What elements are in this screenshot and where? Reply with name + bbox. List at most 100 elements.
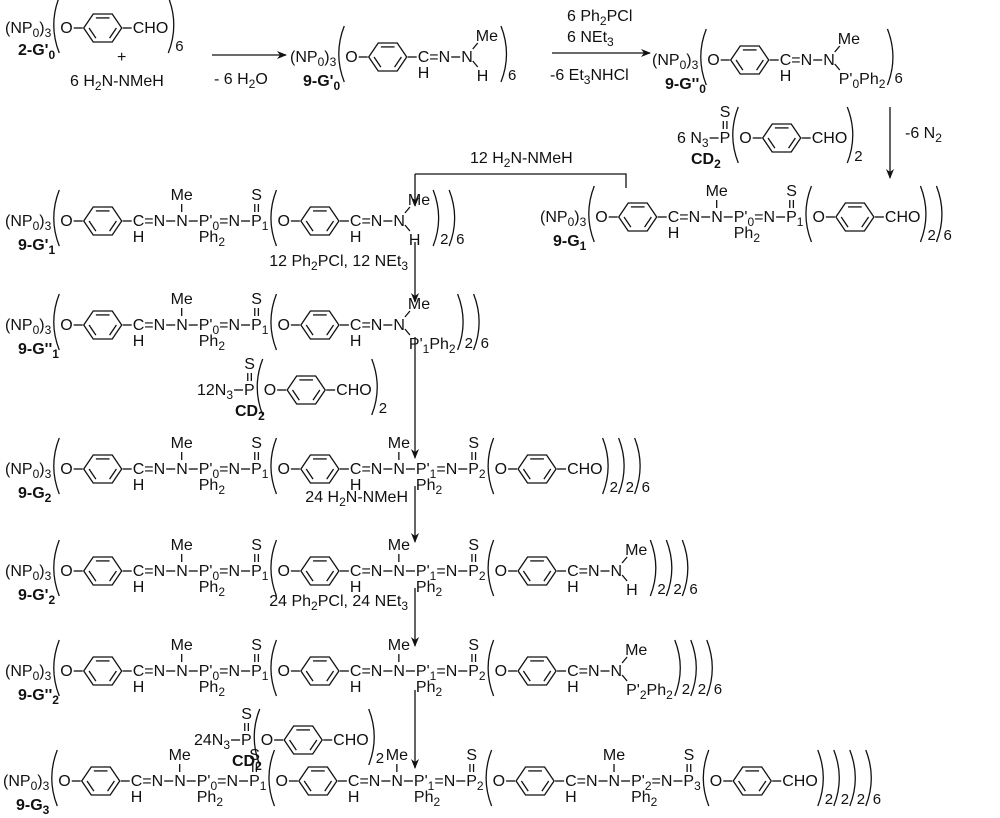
atom: N	[393, 563, 405, 580]
ring-double-bond	[88, 468, 97, 480]
subscript: 0	[33, 323, 40, 337]
subscript: 1	[262, 467, 269, 481]
reagent-step-24: 24 Ph2PCl, 24 NEt3	[269, 593, 408, 613]
substituent: Ph2	[734, 225, 761, 245]
ring-double-bond	[109, 220, 117, 232]
subscript: 2	[339, 495, 346, 509]
chem-text: =N	[434, 773, 455, 790]
benzene-ring	[300, 656, 340, 686]
subscript: 2	[48, 593, 55, 607]
subscript: 1	[52, 347, 59, 361]
subscript: 2	[935, 131, 942, 145]
ring-double-bond	[373, 56, 382, 68]
atom: P'0	[199, 213, 220, 233]
open-bracket	[53, 0, 60, 54]
subscript: 2	[479, 467, 486, 481]
substituent: H	[567, 679, 579, 696]
multiplicity: 6	[175, 38, 183, 55]
benzene-ring	[761, 123, 802, 153]
ring-double-bond	[109, 27, 117, 39]
subscript: 0	[318, 55, 325, 69]
compound-label: 9-G1	[553, 233, 587, 253]
single-bond	[404, 224, 411, 232]
chem-text: =N	[219, 317, 240, 334]
chem-text: O	[345, 49, 357, 66]
substituent: Ph2	[199, 477, 226, 497]
substituent: S	[241, 706, 252, 723]
chem-text: =N	[754, 209, 775, 226]
subscript: 2	[218, 585, 225, 599]
substituent: H	[567, 579, 579, 596]
compound-label: 9-G''0	[665, 76, 706, 96]
subscript: 2	[714, 157, 721, 171]
chem-text: O	[707, 52, 719, 69]
ring-double-bond	[326, 670, 335, 682]
reagent-label-cd2: CD2	[691, 151, 721, 171]
substituent: Me	[171, 637, 193, 654]
chem-text: =N	[219, 213, 240, 230]
chem-text: =N	[361, 663, 382, 680]
atom: C	[780, 52, 792, 69]
compound-label: 9-G'1	[18, 237, 55, 257]
atom: N	[611, 663, 623, 680]
substituent: Me	[388, 537, 410, 554]
open-bracket	[270, 639, 278, 697]
close-bracket	[602, 437, 609, 495]
subscript: 2	[45, 491, 52, 505]
ring-double-bond	[305, 570, 314, 582]
chem-text: O	[275, 773, 287, 790]
chem-text: O	[60, 317, 72, 334]
ring-double-bond	[88, 570, 97, 582]
atom: N	[609, 773, 621, 790]
benzene-ring	[729, 45, 770, 75]
multiplicity: 2	[657, 581, 665, 598]
reagent-hydrazine-6: 6 H2N-NMeH	[70, 73, 164, 93]
multiplicity: 2	[682, 681, 690, 698]
ring-double-bond	[758, 780, 767, 792]
substituent: S	[468, 435, 479, 452]
subscript: 2	[311, 259, 318, 273]
chem-text: =N	[652, 773, 673, 790]
ring-double-bond	[288, 739, 297, 751]
close-bracket	[368, 708, 375, 766]
atom: P1	[249, 773, 267, 793]
ring-double-bond	[767, 137, 776, 149]
chem-text: =N	[361, 563, 382, 580]
ring-double-bond	[303, 780, 312, 792]
chem-text: O	[264, 382, 276, 399]
subscript: 1	[430, 669, 437, 683]
close-bracket	[634, 437, 641, 495]
atom: N	[391, 773, 403, 790]
substituent: P'1Ph2	[409, 336, 456, 356]
chem-text: O	[495, 663, 507, 680]
multiplicity: 6	[481, 335, 489, 352]
open-bracket	[268, 749, 276, 807]
chem-text: =N	[436, 663, 457, 680]
atom: C	[350, 663, 362, 680]
close-bracket	[706, 639, 713, 697]
subscript: 3	[702, 136, 709, 150]
substituent: H	[133, 333, 145, 350]
single-bond	[621, 574, 628, 582]
subscript: 3	[45, 569, 52, 583]
chem-text: O	[60, 663, 72, 680]
atom: C	[133, 213, 145, 230]
open-bracket	[53, 437, 60, 495]
atom: P2	[468, 663, 486, 683]
chem-text: 6 N3	[677, 130, 709, 150]
chem-text: (NP0)3	[5, 563, 52, 583]
multiplicity: 2	[376, 750, 384, 767]
chem-text: =N	[579, 663, 600, 680]
ring-double-bond	[541, 780, 550, 792]
benzene-ring	[80, 766, 121, 796]
compound-label: 9-G'2	[18, 587, 55, 607]
close-bracket	[681, 539, 689, 597]
substituent: Me	[386, 747, 408, 764]
atom: C	[133, 317, 145, 334]
substituent: S	[249, 747, 260, 764]
chem-text: CHO	[812, 130, 848, 147]
